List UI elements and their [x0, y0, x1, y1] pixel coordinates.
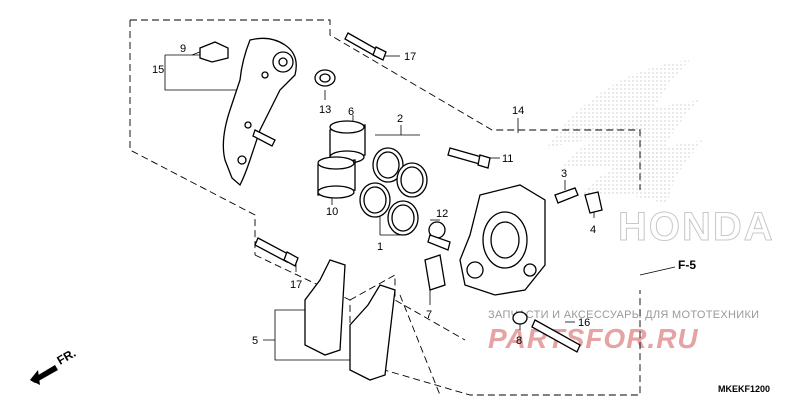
part-piston-10: [317, 156, 356, 199]
part-clip-9: [199, 41, 229, 63]
callout-2: 2: [397, 113, 403, 125]
part-bolt-17-lower: [254, 237, 299, 267]
part-pin-11: [447, 147, 491, 169]
callout-15: 15: [152, 64, 164, 76]
part-spring-7: [424, 254, 446, 291]
callout-13: 13: [319, 104, 331, 116]
callout-1: 1: [377, 241, 383, 253]
part-boot-12: [427, 221, 451, 251]
watermark-brand: PARTSFOR.RU: [488, 323, 699, 354]
honda-wordmark: HONDA: [618, 205, 775, 249]
part-caliper-14: [459, 184, 546, 296]
part-seals-2: [372, 147, 428, 198]
callout-7: 7: [426, 309, 432, 321]
callout-9: 9: [180, 43, 186, 55]
callout-5: 5: [252, 335, 258, 347]
part-pin-16: [531, 319, 581, 353]
callout-3: 3: [561, 168, 567, 180]
diagram-code: MKEKF1200: [718, 384, 770, 394]
front-label: FR.: [55, 346, 79, 368]
part-seal-13: [314, 69, 336, 87]
part-bleeder-3: [554, 187, 579, 204]
part-seals-1: [359, 182, 419, 236]
part-bolt-17-top: [344, 32, 387, 61]
callout-4: 4: [590, 224, 596, 236]
callout-17-lower: 17: [290, 279, 302, 291]
assembly-boundaries: [129, 19, 641, 396]
part-bracket-15: [222, 37, 297, 187]
callout-6: 6: [348, 106, 354, 118]
part-cap-4: [584, 191, 603, 214]
callout-17-top: 17: [404, 51, 416, 63]
callout-8: 8: [516, 335, 522, 347]
front-arrow: [30, 365, 58, 385]
part-pads-5: [304, 259, 396, 381]
callout-12: 12: [436, 208, 448, 220]
callout-10: 10: [326, 206, 338, 218]
honda-wing-logo: HONDA: [545, 60, 775, 250]
callout-11: 11: [502, 153, 513, 165]
callout-14: 14: [512, 105, 524, 117]
callout-16: 16: [578, 317, 590, 329]
ref-f5: F-5: [678, 258, 696, 272]
part-ring-8: [512, 311, 528, 325]
watermark-tagline: ЗАПЧАСТИ И АКСЕССУАРЫ ДЛЯ МОТОТЕХНИКИ: [488, 309, 759, 321]
